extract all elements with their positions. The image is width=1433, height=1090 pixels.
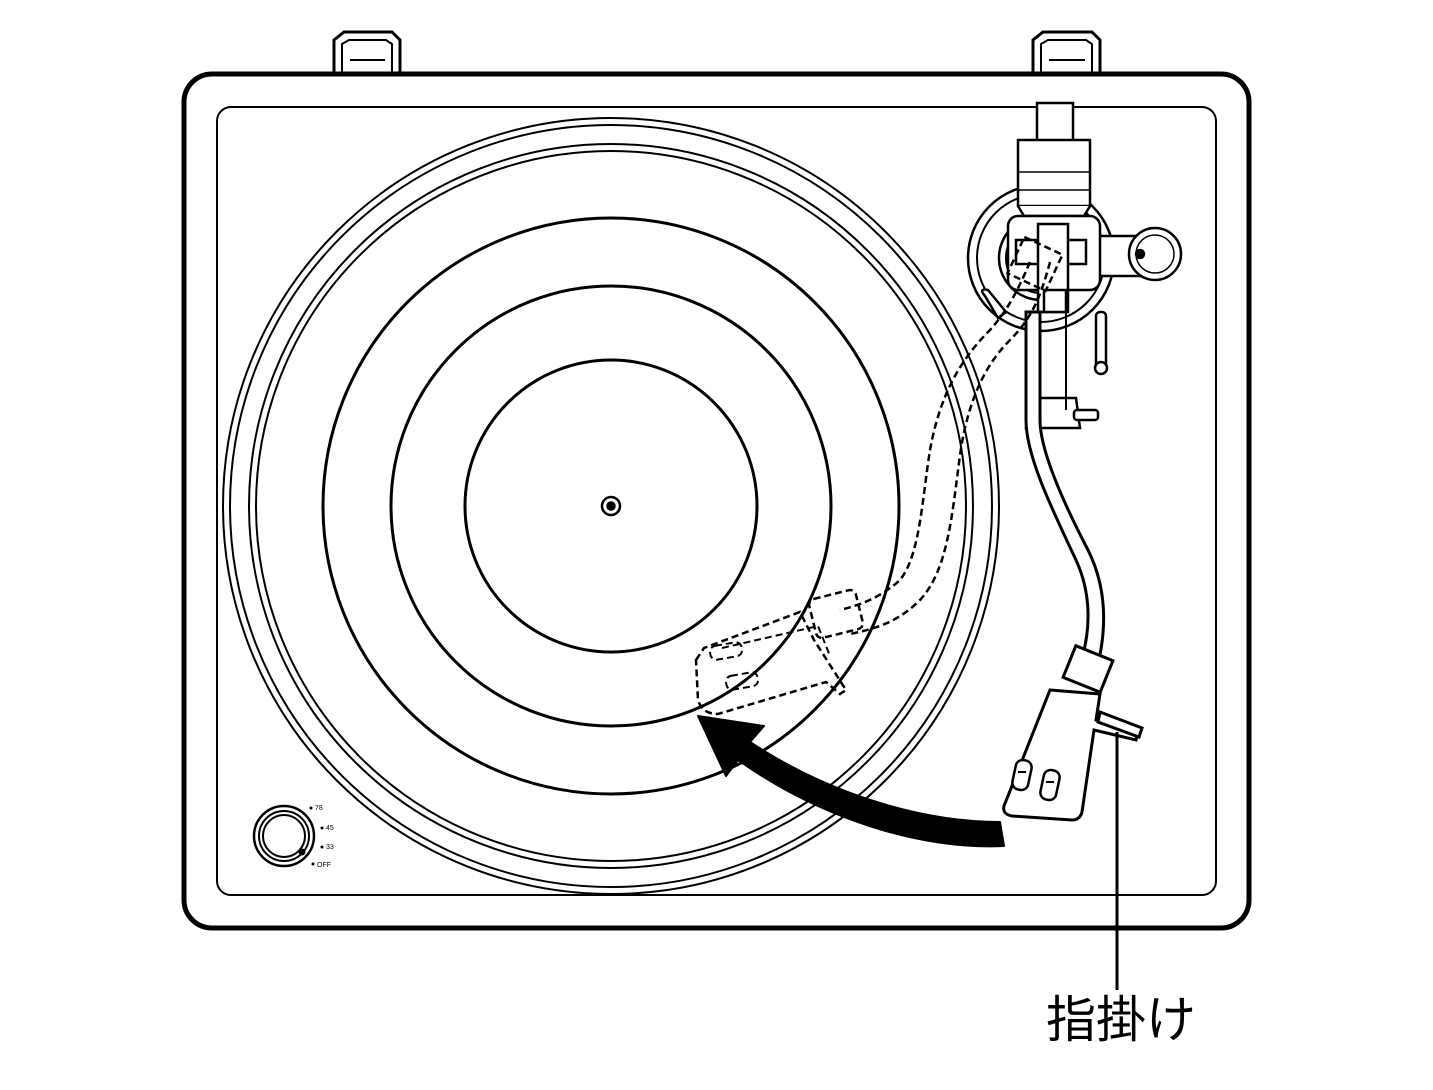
counterweight — [1016, 101, 1092, 218]
platter — [222, 117, 1000, 895]
headshell-collar — [1061, 643, 1115, 695]
speed-option-33: 33 — [326, 844, 334, 851]
speed-option-45: 45 — [326, 825, 334, 832]
speed-option-off: OFF — [317, 862, 331, 869]
speed-scale: 78 45 33 OFF — [309, 805, 334, 869]
anti-skating-control[interactable] — [1092, 226, 1183, 282]
speed-selector-knob[interactable] — [252, 804, 316, 868]
motion-arrow — [697, 715, 1005, 848]
right-hinge — [1031, 30, 1102, 76]
spindle — [600, 495, 622, 517]
arm-lift-lever[interactable] — [980, 288, 1109, 376]
plinth-inner — [216, 106, 1217, 896]
left-hinge — [332, 30, 402, 76]
tonearm-phantom — [694, 235, 1065, 716]
record — [321, 216, 901, 796]
speed-option-78: 78 — [315, 805, 323, 812]
finger-lift-label: 指掛け — [1046, 991, 1196, 1049]
finger-lift[interactable] — [1096, 709, 1144, 739]
